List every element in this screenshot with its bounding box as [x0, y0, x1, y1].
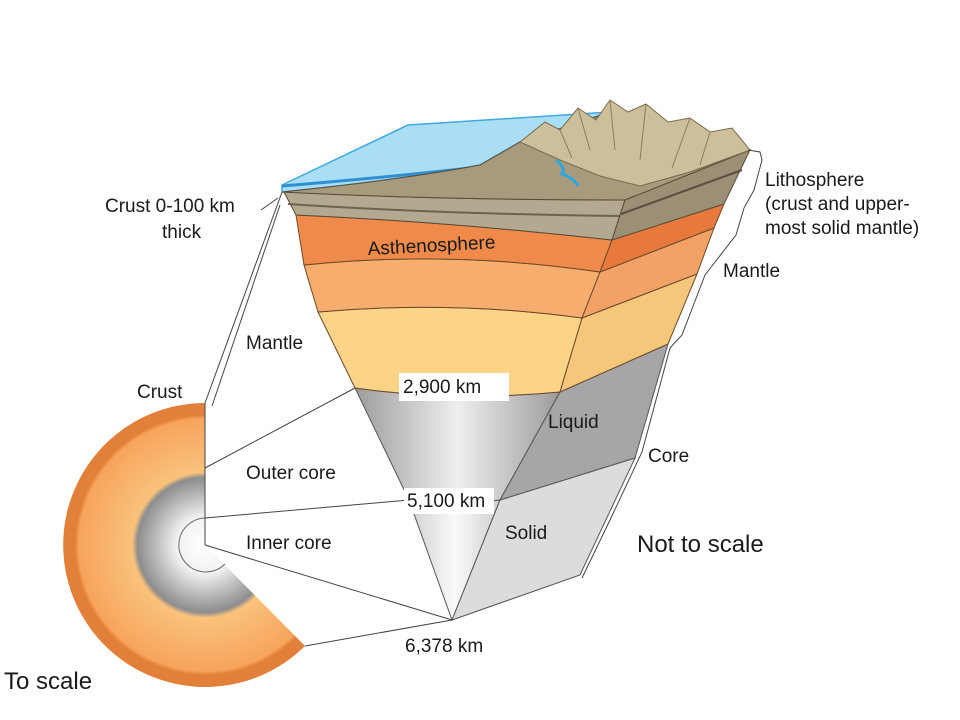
lithosphere-bracket [743, 149, 763, 209]
sphere-inner-core [178, 517, 226, 573]
front-crust-band [287, 203, 621, 217]
mantle-left-label: Mantle [246, 333, 303, 354]
to-scale-sphere [63, 403, 306, 687]
sphere-cutaway [63, 403, 306, 687]
lithosphere-label-2: (crust and upper- [765, 194, 910, 215]
side-crust-band [620, 169, 743, 215]
to-scale-label: To scale [4, 668, 92, 695]
mantle-bracket [669, 207, 745, 349]
depth-2900-label: 2,900 km [403, 377, 481, 398]
crust-thickness-label-1: Crust 0-100 km [105, 196, 235, 217]
lithosphere-label-1: Lithosphere [765, 170, 864, 191]
not-to-scale-label: Not to scale [637, 531, 764, 558]
earth-wedge [281, 99, 752, 622]
depth-5100-box [404, 488, 494, 514]
depth-2900-box [399, 373, 509, 401]
right-brackets [581, 149, 763, 579]
depth-5100-label: 5,100 km [407, 491, 485, 512]
inner-core-label: Inner core [246, 533, 332, 554]
crust-thickness-label-2: thick [162, 222, 202, 243]
solid-label: Solid [505, 523, 547, 544]
outer-core-label: Outer core [246, 463, 336, 484]
core-bracket [581, 347, 671, 579]
lithosphere-label-3: most solid mantle) [765, 218, 919, 239]
core-label: Core [648, 446, 689, 467]
crust-label: Crust [137, 382, 183, 403]
liquid-label: Liquid [548, 412, 599, 433]
depth-6378-label: 6,378 km [405, 636, 483, 657]
mountain-ridges [559, 99, 711, 169]
mantle-right-label: Mantle [723, 261, 780, 282]
river [555, 158, 580, 187]
mountain-range [519, 99, 751, 187]
connector-lines [204, 191, 453, 647]
